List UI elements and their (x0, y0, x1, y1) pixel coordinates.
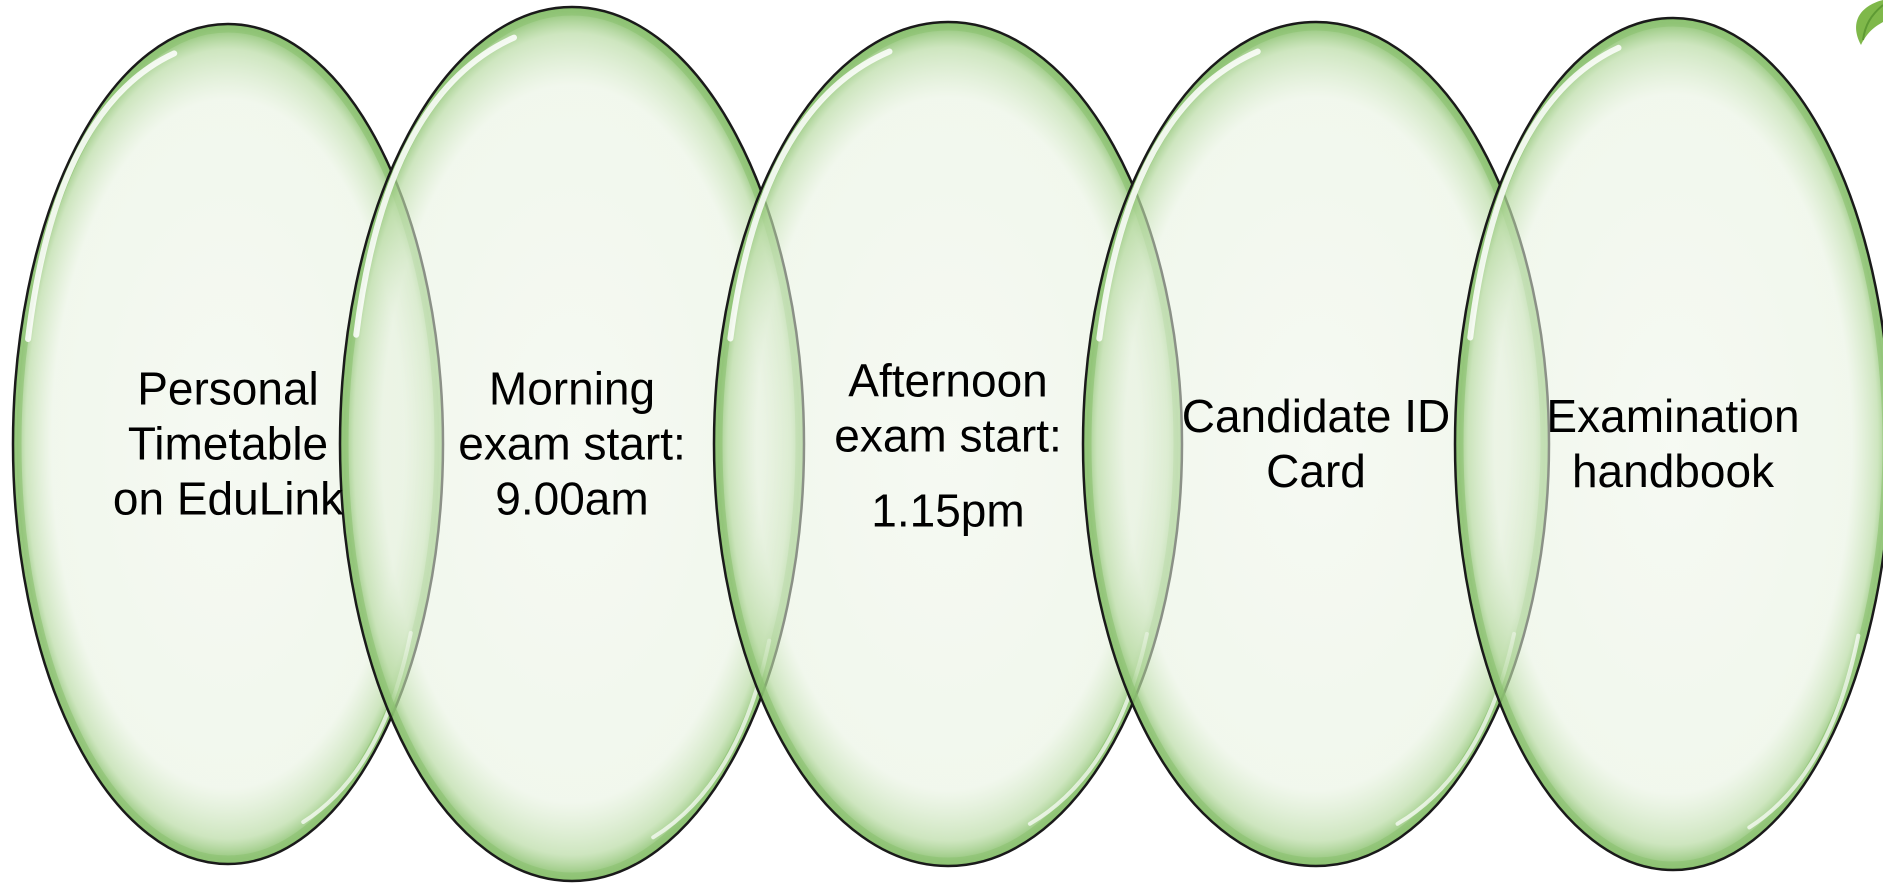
label-line: Examination (1546, 390, 1800, 442)
oval-gloss (353, 34, 517, 338)
leaf-decoration-icon (1856, 0, 1883, 45)
label-line: Afternoon (848, 354, 1048, 407)
oval-5 (1453, 16, 1883, 872)
label-line: exam start: (834, 409, 1062, 462)
oval-gloss (1467, 44, 1622, 341)
label-line: Candidate ID (1181, 390, 1451, 442)
label-line: handbook (1571, 445, 1775, 497)
label-line: exam start: (458, 417, 686, 470)
oval-gloss (1096, 48, 1261, 342)
label-line (834, 464, 1062, 484)
oval-rim (1458, 21, 1883, 867)
label-line: Personal (137, 362, 319, 415)
label-line: 9.00am (495, 472, 649, 525)
label-line: 1.15pm (871, 484, 1025, 537)
oval-4 (1081, 20, 1551, 868)
label-line: Card (1266, 445, 1366, 497)
oval-gloss (25, 50, 178, 342)
oval-gloss (1747, 633, 1861, 830)
label-line: Morning (488, 362, 656, 415)
oval-shape (1453, 16, 1883, 872)
label-line: on EduLink (112, 472, 344, 525)
oval-gloss (727, 48, 893, 342)
label-line: Timetable (127, 417, 329, 470)
